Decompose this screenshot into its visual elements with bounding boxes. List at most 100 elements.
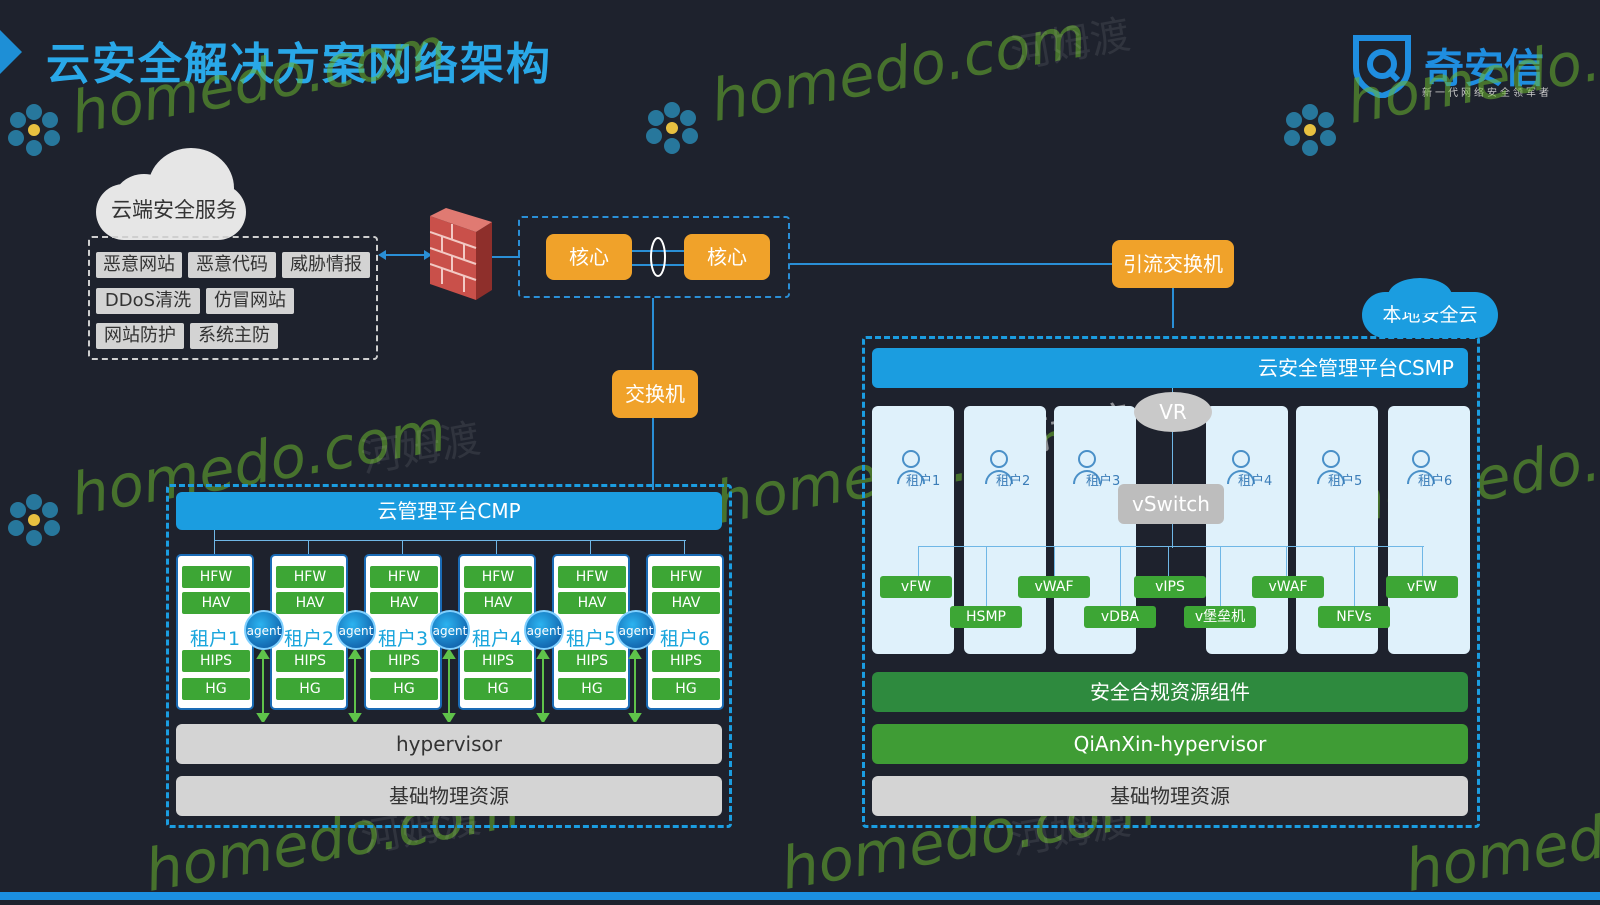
hips-module: HIPS [464, 650, 532, 672]
hypervisor-bar: hypervisor [176, 724, 722, 764]
tenant-label: 租户3 [378, 628, 429, 650]
tenant-label: 租户2 [996, 474, 1031, 489]
cloud-security-service [96, 148, 256, 240]
qianxin-hypervisor-bar: QiAnXin-hypervisor [872, 724, 1468, 764]
tenant-label: 租户6 [1418, 474, 1453, 489]
bus-line [1422, 546, 1423, 580]
nfvs-module: NFVs [1318, 606, 1390, 628]
bus-line [214, 540, 686, 541]
link-line [632, 264, 684, 266]
bus-line [684, 540, 685, 556]
bus-line [308, 540, 309, 556]
tenant-vm-column [1388, 406, 1470, 654]
user-icon [1316, 450, 1346, 484]
hips-module: HIPS [276, 650, 344, 672]
hips-module: HIPS [558, 650, 626, 672]
vfw-module: vFW [1386, 576, 1458, 598]
agent-badge: agent [616, 610, 656, 650]
hav-module: HAV [276, 592, 344, 614]
bus-line [1220, 546, 1221, 610]
cloud-service-title: 云端安全服务 [111, 198, 237, 222]
link-line [652, 418, 654, 490]
core-switch-left: 核心 [546, 234, 632, 280]
hfw-module: HFW [182, 566, 250, 588]
bus-line [1054, 546, 1055, 580]
hips-module: HIPS [182, 650, 250, 672]
bus-line [1120, 546, 1121, 610]
service-tag: 系统主防 [190, 323, 278, 349]
csmp-platform-bar: 云安全管理平台CSMP [872, 348, 1468, 388]
service-tag: DDoS清洗 [96, 288, 200, 314]
agent-badge: agent [244, 610, 284, 650]
service-tag: 威胁情报 [282, 252, 370, 278]
user-icon [1072, 450, 1102, 484]
hg-module: HG [182, 678, 250, 700]
vwaf-module: vWAF [1252, 576, 1324, 598]
vwaf-module: vWAF [1018, 576, 1090, 598]
tenant-label: 租户5 [566, 628, 617, 650]
watermark-text: homedo.com [706, 2, 1092, 135]
flower-logo-icon [8, 494, 60, 546]
hav-module: HAV [182, 592, 250, 614]
bus-line [496, 540, 497, 556]
vswitch: vSwitch [1118, 484, 1224, 524]
link-line [1172, 388, 1173, 548]
hips-module: HIPS [370, 650, 438, 672]
agent-link-arrows [256, 650, 642, 722]
link-line [492, 256, 520, 258]
bus-line [986, 546, 987, 610]
vips-module: vIPS [1134, 576, 1206, 598]
hsmp-module: HSMP [950, 606, 1022, 628]
watermark-text-cn: 河姆渡 [357, 415, 484, 483]
footer-strip [0, 892, 1600, 900]
user-icon [984, 450, 1014, 484]
tenant-vm: HFW HAV 租户6 HIPS HG [646, 554, 724, 710]
hfw-module: HFW [276, 566, 344, 588]
bus-line [918, 546, 919, 580]
agent-badge: agent [430, 610, 470, 650]
link-line [652, 298, 654, 370]
service-tag: 恶意网站 [96, 252, 182, 278]
hfw-module: HFW [370, 566, 438, 588]
double-arrow-icon [378, 250, 432, 260]
hfw-module: HFW [464, 566, 532, 588]
user-icon [1406, 450, 1436, 484]
agent-badge: agent [524, 610, 564, 650]
bus-line [1168, 546, 1169, 580]
brand-slogan: 新一代网络安全领军者 [1422, 88, 1552, 99]
physical-resource-bar: 基础物理资源 [176, 776, 722, 816]
hg-module: HG [370, 678, 438, 700]
bus-line [214, 530, 215, 556]
watermark-text-cn: 河姆渡 [1007, 11, 1134, 79]
service-tag: 网站防护 [96, 323, 184, 349]
service-tag: 恶意代码 [188, 252, 276, 278]
title-arrow-icon [0, 30, 22, 74]
tenant-label: 租户3 [1086, 474, 1121, 489]
local-cloud-zone [862, 336, 1480, 828]
diversion-switch: 引流交换机 [1112, 240, 1234, 288]
brand-logo: 奇安信 新一代网络安全领军者 [1352, 34, 1552, 104]
cmp-platform-bar: 云管理平台CMP [176, 492, 722, 530]
cloud-puff [1388, 278, 1452, 314]
access-switch: 交换机 [612, 370, 698, 418]
link-aggregation-icon [650, 237, 666, 277]
tenant-vm-column [872, 406, 954, 654]
flower-logo-icon [1284, 104, 1336, 156]
tenant-label: 租户6 [660, 628, 711, 650]
tenant-label: 租户2 [284, 628, 335, 650]
service-tag: 仿冒网站 [206, 288, 294, 314]
page-title: 云安全解决方案网络架构 [46, 39, 552, 90]
bus-line [1286, 546, 1287, 580]
compliance-resource-bar: 安全合规资源组件 [872, 672, 1468, 712]
vfw-module: vFW [880, 576, 952, 598]
virtual-router: VR [1134, 392, 1212, 432]
tenant-label: 租户4 [1238, 474, 1273, 489]
flower-logo-icon [8, 104, 60, 156]
tenant-label: 租户4 [472, 628, 523, 650]
vbastion-module: v堡垒机 [1184, 606, 1256, 628]
agent-badge: agent [336, 610, 376, 650]
link-line [1172, 288, 1174, 328]
tenant-vm: HFW HAV 租户4 HIPS HG [458, 554, 536, 710]
tenant-vm: HFW HAV 租户1 HIPS HG [176, 554, 254, 710]
hav-module: HAV [652, 592, 720, 614]
